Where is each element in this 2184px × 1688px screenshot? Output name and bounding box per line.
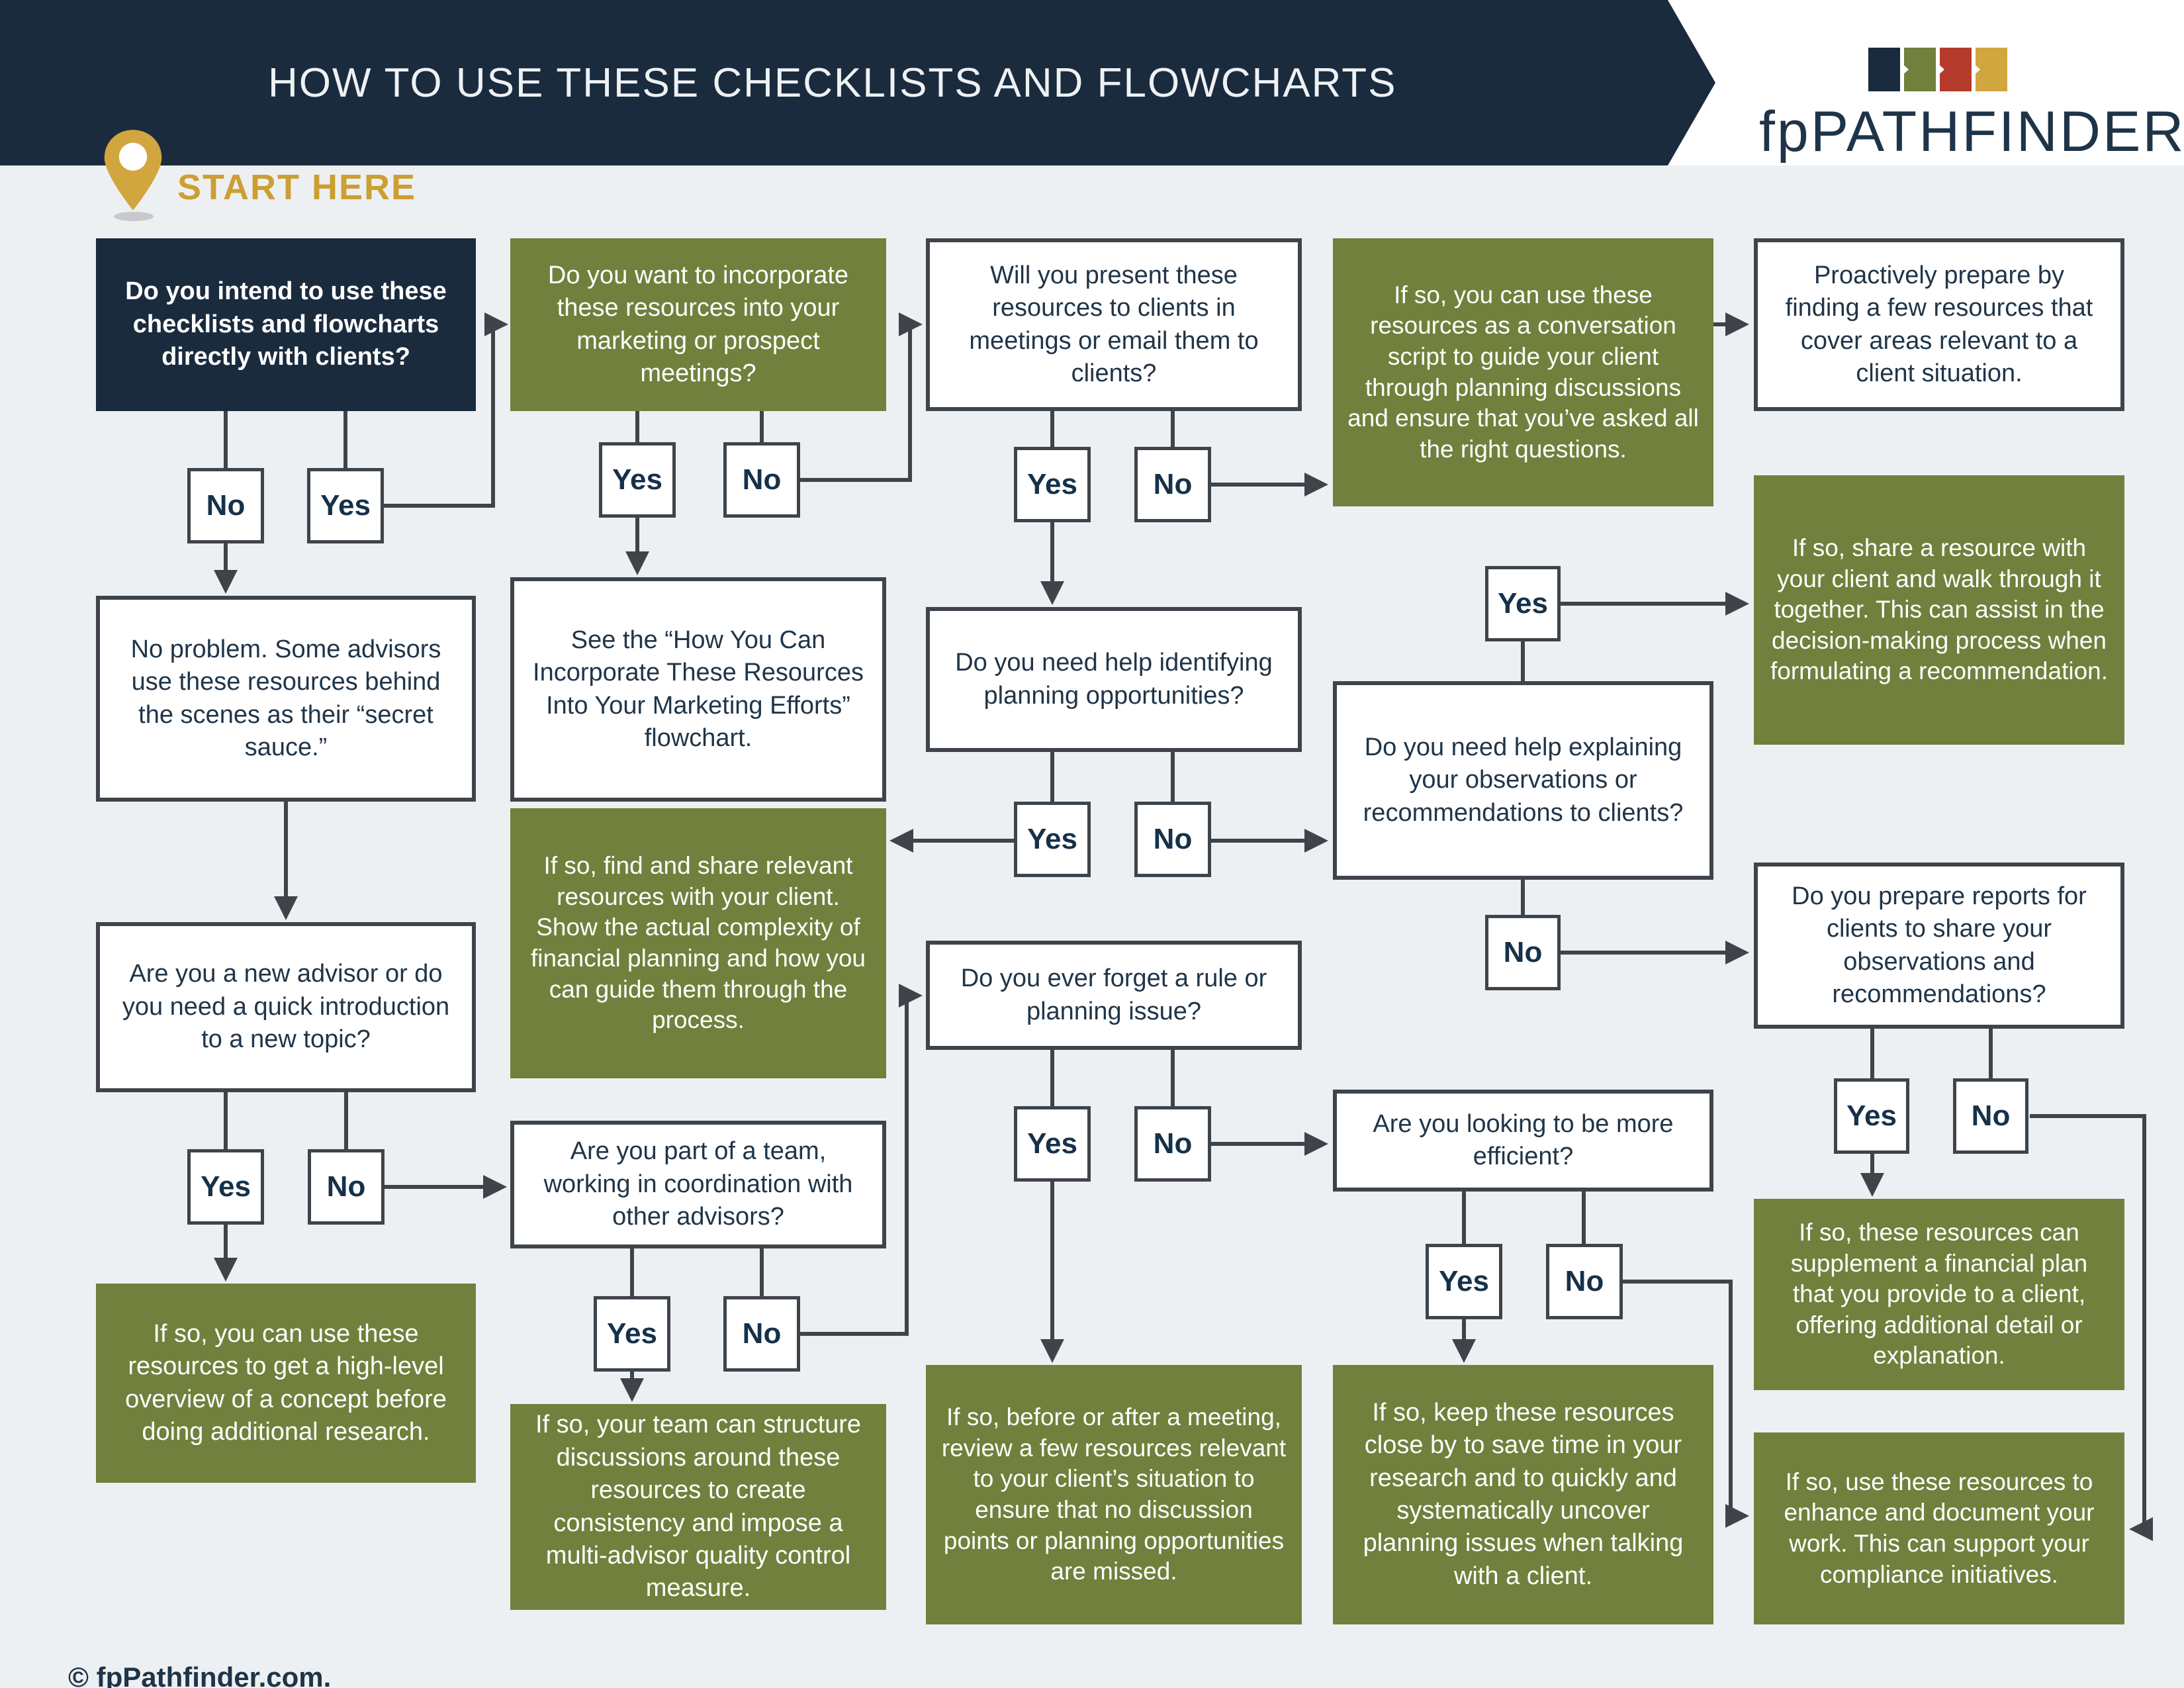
q-marketing-yes: Yes — [599, 442, 676, 518]
node-a-share-walk: If so, share a resource with your client… — [1754, 475, 2124, 745]
node-a-supplement: If so, these resources can supplement a … — [1754, 1199, 2124, 1390]
logo-square-olive — [1904, 48, 1944, 91]
logo-square-gold — [1976, 48, 2007, 91]
q-team-no: No — [723, 1296, 800, 1372]
header-arrow-point — [1668, 0, 1715, 165]
start-here-label: START HERE — [177, 167, 417, 207]
node-a-overview: If so, you can use these resources to ge… — [96, 1284, 476, 1483]
logo-square-red — [1940, 48, 1980, 91]
q-direct-no: No — [187, 468, 264, 543]
node-q-explain: Do you need help explaining your observa… — [1333, 681, 1713, 880]
q-team-yes: Yes — [594, 1296, 670, 1372]
q-new-advisor-yes: Yes — [187, 1149, 264, 1225]
node-q-efficient: Are you looking to be more efficient? — [1333, 1090, 1713, 1192]
node-proactive: Proactively prepare by finding a few res… — [1754, 238, 2124, 411]
node-a-find-share: If so, find and share relevant resources… — [510, 808, 886, 1078]
node-q-identify: Do you need help identifying planning op… — [926, 607, 1302, 752]
node-a-document: If so, use these resources to enhance an… — [1754, 1432, 2124, 1624]
q-efficient-yes: Yes — [1426, 1244, 1502, 1319]
logo-square-navy — [1868, 48, 1909, 91]
q-direct-yes: Yes — [307, 468, 384, 543]
node-a-team: If so, your team can structure discussio… — [510, 1404, 886, 1610]
q-explain-yes: Yes — [1485, 566, 1561, 641]
logo-squares-icon — [1868, 48, 2007, 91]
header-bar — [0, 0, 1668, 165]
node-no-problem: No problem. Some advisors use these reso… — [96, 596, 476, 802]
q-forget-no: No — [1134, 1106, 1211, 1182]
q-forget-yes: Yes — [1014, 1106, 1091, 1182]
copyright: © fpPathfinder.com. — [68, 1662, 332, 1688]
q-reports-yes: Yes — [1834, 1078, 1909, 1154]
q-present-yes: Yes — [1014, 447, 1091, 522]
node-q-marketing: Do you want to incorporate these resourc… — [510, 238, 886, 411]
q-identify-yes: Yes — [1014, 802, 1091, 877]
node-a-review: If so, before or after a meeting, review… — [926, 1365, 1302, 1624]
brand-logo: fpPATHFINDER — [1734, 0, 2184, 165]
q-present-no: No — [1134, 447, 1211, 522]
node-q-new-advisor: Are you a new advisor or do you need a q… — [96, 922, 476, 1092]
node-see-flowchart: See the “How You Can Incorporate These R… — [510, 577, 886, 802]
location-pin-icon — [103, 130, 163, 211]
q-efficient-no: No — [1546, 1244, 1623, 1319]
q-explain-no: No — [1485, 915, 1561, 990]
node-q-team: Are you part of a team, working in coord… — [510, 1121, 886, 1248]
page-title: HOW TO USE THESE CHECKLISTS AND FLOWCHAR… — [268, 60, 1397, 106]
node-q-direct: Do you intend to use these checklists an… — [96, 238, 476, 411]
node-q-present: Will you present these resources to clie… — [926, 238, 1302, 411]
q-marketing-no: No — [723, 442, 800, 518]
brand-name: fpPATHFINDER — [1759, 100, 2184, 164]
pin-shadow — [114, 212, 154, 221]
node-q-forget: Do you ever forget a rule or planning is… — [926, 941, 1302, 1050]
q-new-advisor-no: No — [308, 1149, 385, 1225]
node-q-reports: Do you prepare reports for clients to sh… — [1754, 863, 2124, 1029]
node-a-script: If so, you can use these resources as a … — [1333, 238, 1713, 506]
q-reports-no: No — [1953, 1078, 2028, 1154]
node-a-keep-close: If so, keep these resources close by to … — [1333, 1365, 1713, 1624]
q-identify-no: No — [1134, 802, 1211, 877]
